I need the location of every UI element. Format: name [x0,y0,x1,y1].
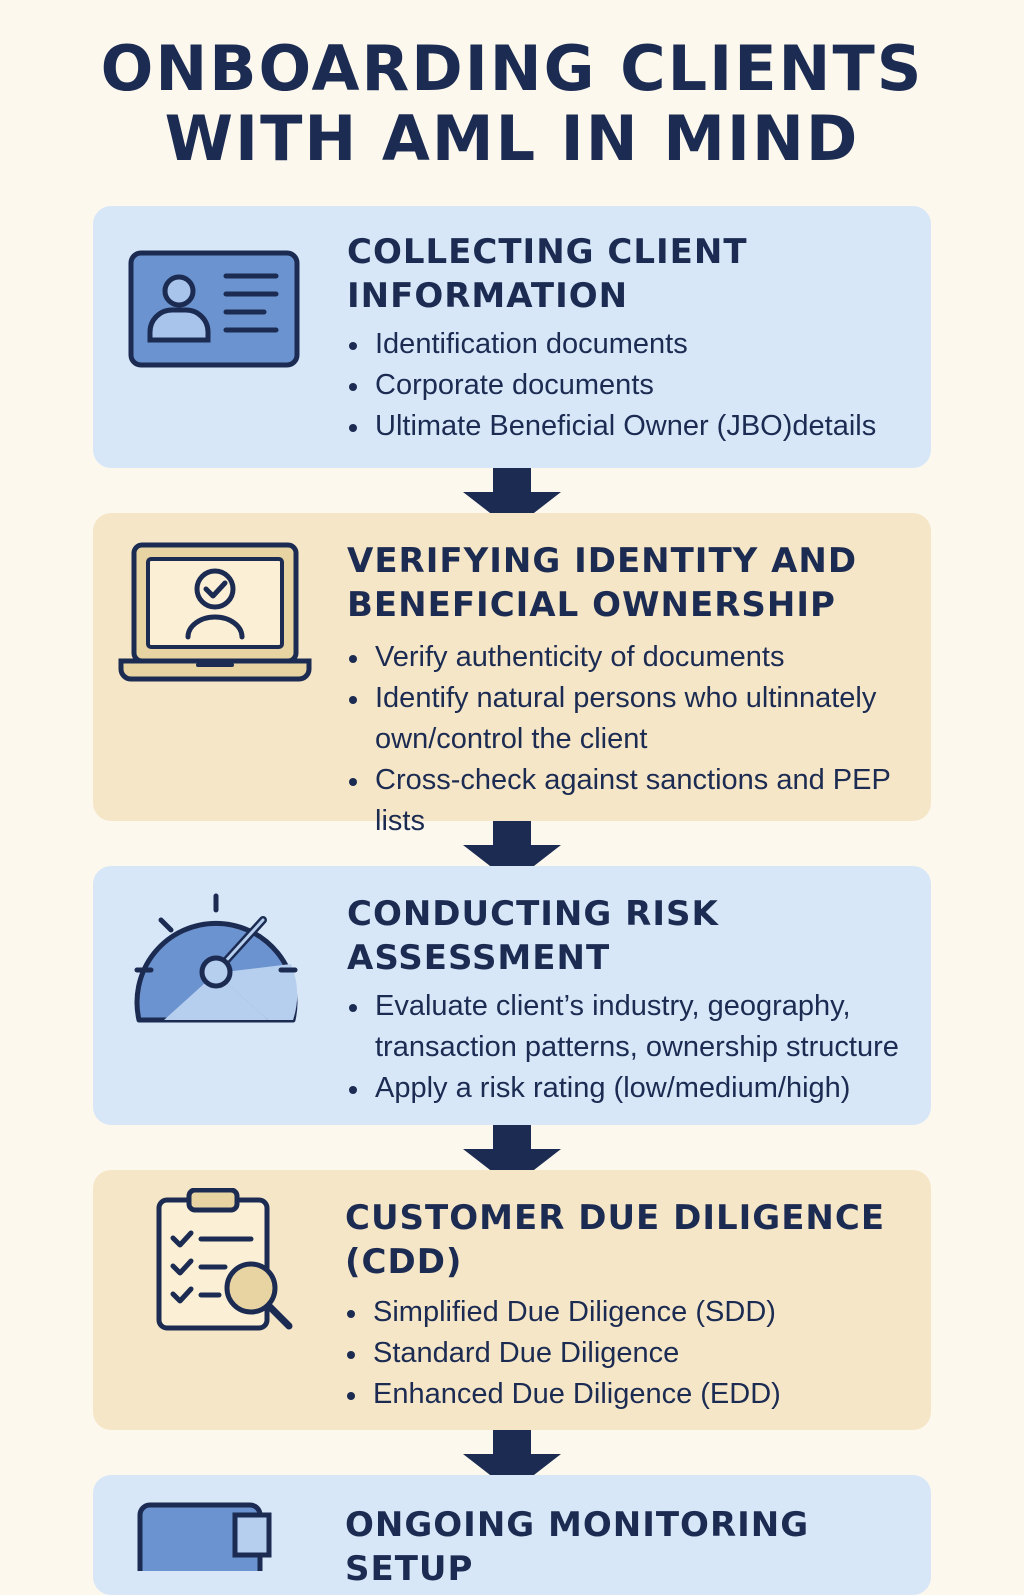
down-arrow-icon [463,468,561,530]
step-heading: ONGOING MONITORING SETUP [345,1505,810,1589]
list-item: Verify authenticity of documents [347,637,927,678]
list-item: Ultimate Beneficial Owner (JBO)details [347,406,927,447]
list-item: Simplified Due Diligence (SDD) [345,1292,925,1333]
step-card-ongoing-monitoring: ONGOING MONITORING SETUP [93,1475,931,1595]
list-item: Enhanced Due Diligence (EDD) [345,1374,925,1415]
page-title: ONBOARDING CLIENTS WITH AML IN MIND [0,34,1024,174]
step-list: Simplified Due Diligence (SDD) Standard … [345,1292,925,1415]
step-list: Verify authenticity of documents Identif… [347,637,927,842]
step-heading: COLLECTING CLIENT INFORMATION [347,232,748,316]
step-heading: VERIFYING IDENTITY AND BENEFICIAL OWNERS… [347,541,858,625]
step-list: Identification documents Corporate docum… [347,324,927,447]
title-line-1: ONBOARDING CLIENTS [100,32,924,105]
laptop-verified-user-icon [118,542,312,682]
list-item: Apply a risk rating (low/medium/high) [347,1068,927,1109]
step-card-collecting-info: COLLECTING CLIENT INFORMATION Identifica… [93,206,931,468]
step-heading: CUSTOMER DUE DILIGENCE (CDD) [345,1198,886,1282]
down-arrow-icon [463,821,561,883]
title-line-2: WITH AML IN MIND [164,102,860,175]
list-item: Cross-check against sanctions and PEP li… [347,760,927,842]
step-list: Evaluate client’s industry, geography, t… [347,986,927,1109]
list-item: Identification documents [347,324,927,365]
step-card-verifying-identity: VERIFYING IDENTITY AND BENEFICIAL OWNERS… [93,513,931,837]
id-card-icon [128,250,300,368]
step-card-risk-assessment: CONDUCTING RISK ASSESSMENT Evaluate clie… [93,866,931,1125]
down-arrow-icon [463,1125,561,1187]
clipboard-search-icon [156,1188,293,1331]
list-item: Identify natural persons who ultinnately… [347,678,927,760]
step-card-customer-due-diligence: CUSTOMER DUE DILIGENCE (CDD) Simplified … [93,1170,931,1430]
step-heading: CONDUCTING RISK ASSESSMENT [347,894,719,978]
gauge-icon [134,893,298,1023]
monitor-icon [137,1502,272,1571]
list-item: Standard Due Diligence [345,1333,925,1374]
down-arrow-icon [463,1430,561,1492]
list-item: Evaluate client’s industry, geography, t… [347,986,927,1068]
list-item: Corporate documents [347,365,927,406]
